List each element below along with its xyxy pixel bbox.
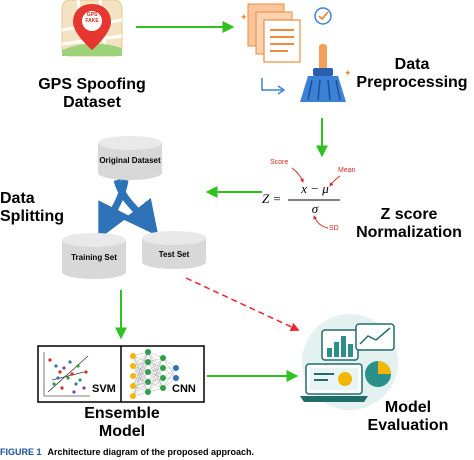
nn-node: [160, 385, 166, 391]
nn-node: [130, 373, 136, 379]
nn-node: [145, 349, 151, 355]
nn-connection: [147, 377, 164, 393]
broom-icon: ✦: [300, 44, 352, 102]
line-chart-icon: [355, 323, 395, 351]
zscore-normalization-label: Z score Normalization: [356, 206, 462, 242]
nn-connection: [132, 351, 149, 377]
scatter-point: [62, 366, 66, 370]
bar-chart-icon: [327, 336, 353, 357]
formula-denominator: σ: [311, 201, 319, 216]
score-annotation: Score: [270, 159, 289, 166]
nn-node: [145, 389, 151, 395]
figure-caption-text: Architecture diagram of the proposed app…: [47, 447, 255, 457]
scatter-plot-icon: [43, 352, 90, 397]
scatter-point: [84, 370, 88, 374]
pie-chart-icon: [365, 361, 391, 387]
nn-connection: [147, 367, 164, 393]
mean-pointer: [329, 175, 341, 187]
nn-connection: [132, 351, 149, 367]
scatter-point: [54, 364, 58, 368]
scatter-point: [68, 360, 72, 364]
original-dataset-cylinder: [98, 136, 162, 180]
evaluation-icon: [300, 314, 398, 410]
model-evaluation-label: Model Evaluation: [367, 399, 449, 435]
nn-node: [145, 369, 151, 375]
svg-text:✦: ✦: [240, 12, 248, 22]
svg-text:✦: ✦: [344, 68, 352, 78]
nn-connection: [147, 357, 164, 373]
test-set-label: Test Set: [158, 250, 190, 259]
scatter-point: [60, 386, 64, 390]
figure-caption: FIGURE 1 Architecture diagram of the prop…: [0, 447, 474, 460]
scatter-point: [76, 364, 80, 368]
scatter-point: [52, 382, 56, 386]
documents-icon: ✦: [240, 3, 332, 95]
data-preprocessing-label: Data Preprocessing: [356, 56, 468, 92]
gps-map-pin-icon: [61, 0, 123, 57]
nn-node: [130, 353, 136, 359]
scatter-point: [48, 358, 52, 362]
scatter-point: [82, 386, 86, 390]
data-splitting-label: Data Splitting: [0, 190, 64, 226]
ensemble-model-label: Ensemble Model: [84, 405, 160, 441]
scatter-point: [72, 390, 76, 394]
formula-lhs: Z =: [262, 191, 282, 206]
score-pointer: [291, 167, 304, 183]
nn-node: [145, 359, 151, 365]
nn-connection: [132, 351, 149, 387]
scatter-point: [58, 370, 62, 374]
scatter-point: [78, 378, 82, 382]
test-set-cylinder: [142, 231, 206, 269]
sd-pointer: [313, 215, 329, 229]
gps-icon-text: GPS FAKE: [85, 12, 99, 24]
cnn-label: CNN: [172, 383, 196, 395]
training-set-label: Training Set: [71, 253, 117, 262]
scatter-point: [56, 376, 60, 380]
nn-connection: [132, 381, 149, 397]
scatter-point: [66, 376, 70, 380]
nn-node: [173, 365, 179, 371]
nn-connection: [147, 357, 164, 393]
nn-connection: [132, 351, 149, 397]
nn-node: [160, 375, 166, 381]
original-dataset-label: Original Dataset: [99, 156, 161, 165]
formula-numerator: x − μ: [301, 181, 329, 196]
nn-connection: [132, 361, 149, 397]
nn-node: [160, 355, 166, 361]
scatter-point: [74, 382, 78, 386]
scatter-point: [70, 372, 74, 376]
nn-connection: [132, 371, 149, 397]
split-arrows-icon: [98, 178, 159, 240]
nn-node: [130, 393, 136, 399]
figure-label: FIGURE 1: [0, 447, 42, 457]
nn-connection: [162, 367, 177, 389]
nn-node: [145, 379, 151, 385]
nn-node: [130, 383, 136, 389]
arrow-dashed-splitting-to-evaluation: [185, 277, 300, 332]
svm-label: SVM: [92, 383, 116, 395]
nn-node: [160, 365, 166, 371]
sd-annotation: SD: [329, 225, 339, 232]
mean-annotation: Mean: [338, 167, 356, 174]
gps-dataset-label: GPS Spoofing Dataset: [38, 76, 146, 112]
ensemble-model-box: [37, 345, 205, 403]
nn-node: [130, 363, 136, 369]
training-set-cylinder: [62, 233, 126, 279]
neural-network-icon: [130, 349, 179, 399]
nn-node: [173, 375, 179, 381]
nn-connection: [147, 357, 164, 383]
